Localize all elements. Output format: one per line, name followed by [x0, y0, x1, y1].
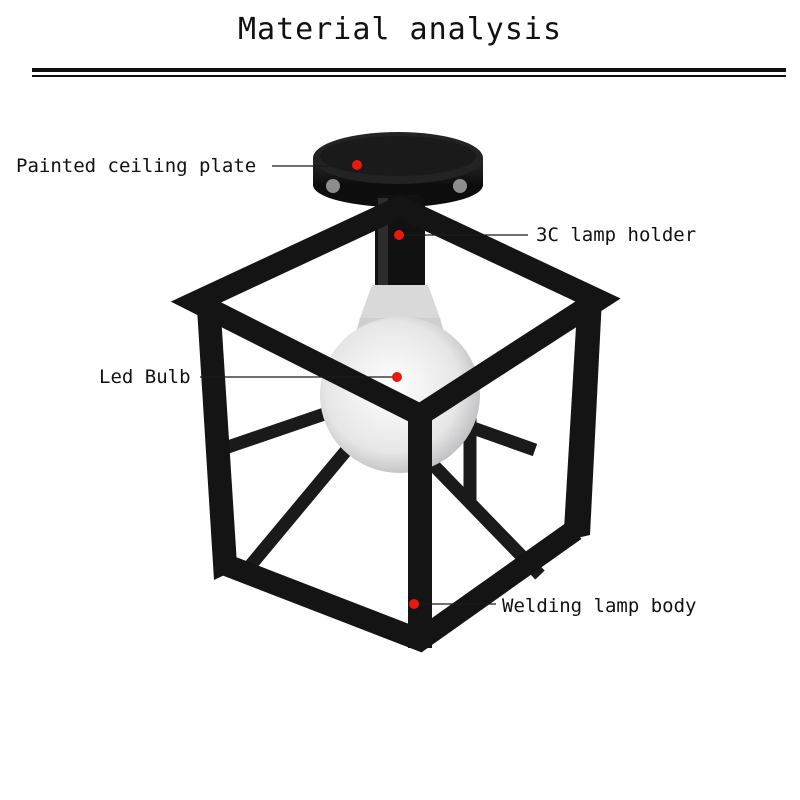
- label-lamp-holder: 3C lamp holder: [536, 224, 697, 246]
- label-ceiling-plate: Painted ceiling plate: [16, 155, 257, 177]
- label-lamp-body: Welding lamp body: [502, 595, 697, 617]
- title-divider-thick: [32, 68, 786, 72]
- marker-dot-icon: [409, 599, 419, 609]
- marker-dot-icon: [392, 372, 402, 382]
- marker-dot-icon: [394, 230, 404, 240]
- title-divider-thin: [32, 75, 786, 77]
- marker-dot-icon: [352, 160, 362, 170]
- ceiling-plate: [313, 132, 483, 207]
- screw-right-icon: [453, 179, 467, 193]
- label-led-bulb: Led Bulb: [99, 366, 191, 388]
- screw-left-icon: [326, 179, 340, 193]
- markers: [352, 160, 419, 609]
- leader-lines: [200, 165, 528, 605]
- page-title: Material analysis: [237, 12, 563, 47]
